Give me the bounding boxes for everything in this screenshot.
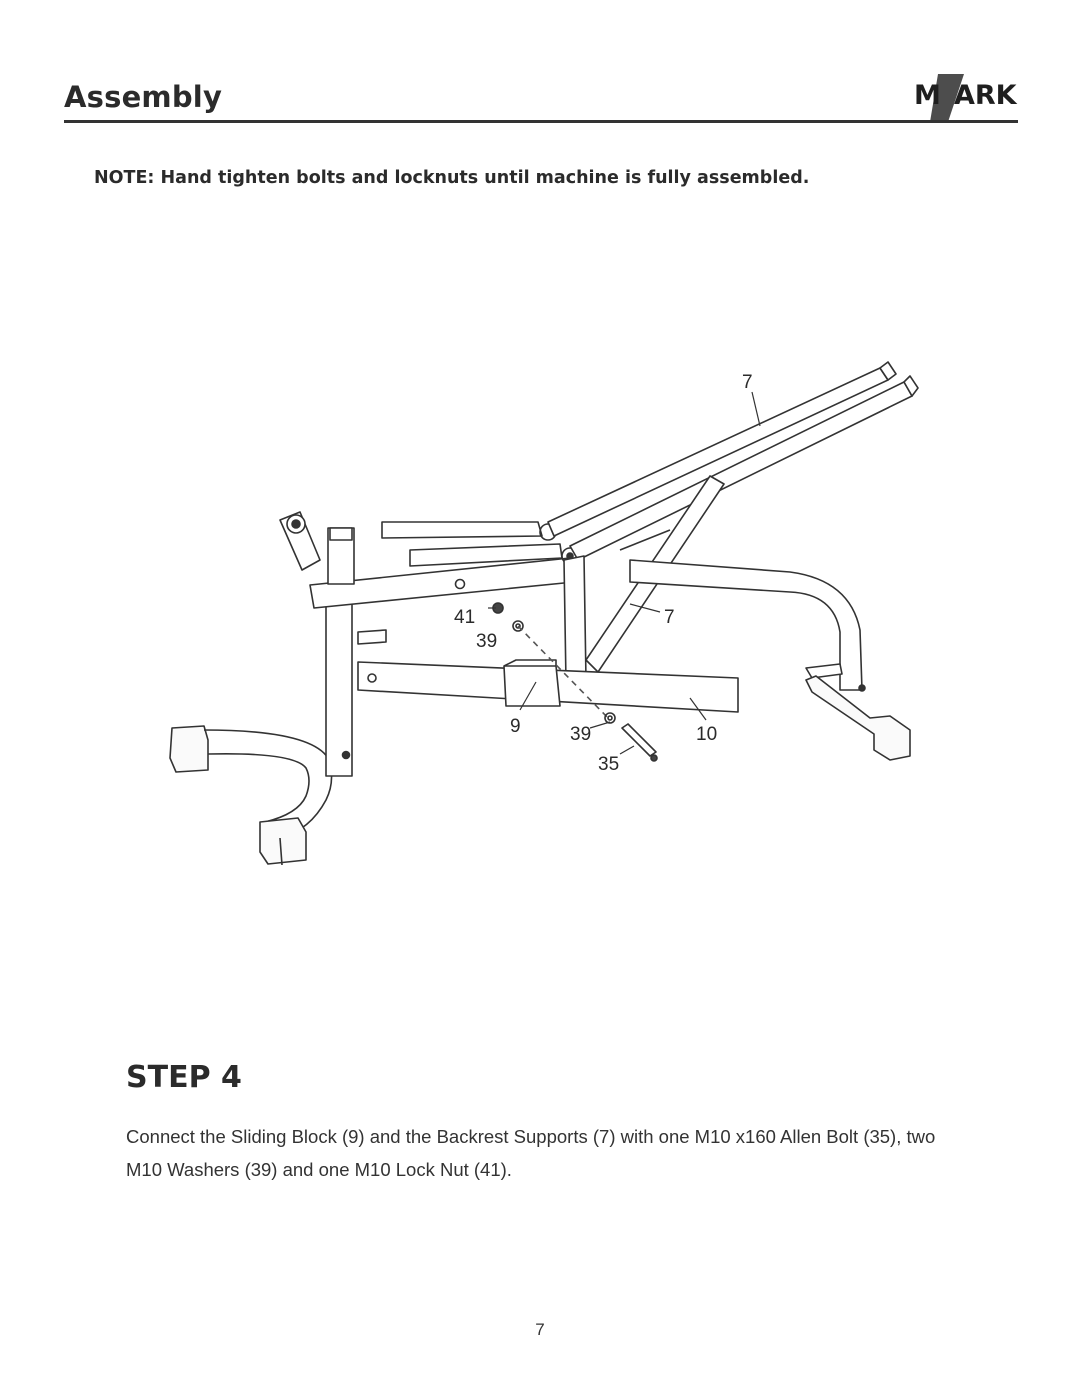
svg-text:ARK: ARK — [954, 80, 1018, 111]
bench-assembly-diagram: 7 7 41 39 9 39 10 35 — [169, 361, 919, 866]
callout-lock-nut: 41 — [454, 607, 475, 628]
leader-lines — [488, 391, 761, 755]
callout-sliding-block: 9 — [510, 716, 521, 737]
callout-backrest-mid: 7 — [664, 607, 675, 628]
header-rule — [64, 120, 1018, 123]
leg-holder — [279, 511, 355, 585]
callout-washer-top: 39 — [476, 631, 497, 652]
page-header: Assembly M ARK — [64, 70, 1018, 126]
seat-rails — [381, 521, 579, 567]
callout-bolt: 35 — [598, 754, 619, 775]
page-title: Assembly — [64, 80, 223, 114]
part-callouts: 7 7 41 39 9 39 10 35 — [454, 372, 753, 775]
hardware — [492, 602, 658, 762]
svg-text:M: M — [914, 80, 941, 111]
rear-frame — [629, 559, 911, 761]
backrest-rails — [547, 361, 919, 561]
step-instruction: Connect the Sliding Block (9) and the Ba… — [126, 1126, 936, 1180]
brand-logo: M ARK — [914, 74, 1018, 122]
page-number: 7 — [535, 1320, 545, 1339]
front-upright — [325, 589, 353, 777]
callout-washer-bottom: 39 — [570, 724, 591, 745]
callout-tube: 10 — [696, 724, 717, 745]
step-heading: STEP 4 — [126, 1060, 242, 1095]
assembly-note: NOTE: Hand tighten bolts and locknuts un… — [94, 168, 810, 188]
front-left-foot — [169, 725, 333, 866]
sliding-block — [503, 659, 561, 707]
callout-backrest-top: 7 — [742, 372, 753, 393]
